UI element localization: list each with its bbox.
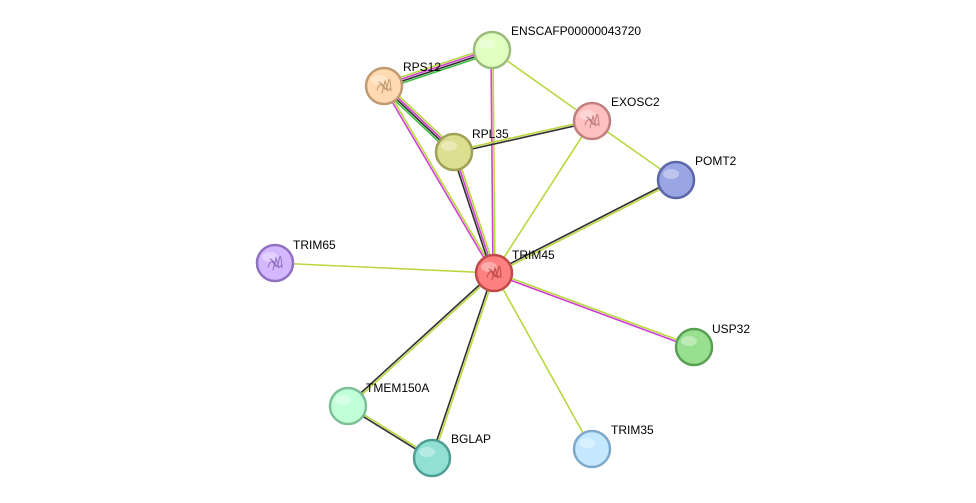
edge-evidence-line bbox=[430, 271, 494, 459]
node-highlight bbox=[579, 438, 595, 448]
node-highlight bbox=[419, 447, 435, 457]
node-circle bbox=[434, 132, 474, 172]
edge-evidence-line bbox=[453, 151, 495, 274]
node-circle bbox=[656, 160, 696, 200]
node-bglap[interactable]: BGLAP bbox=[412, 432, 491, 478]
edge-evidence-line bbox=[490, 49, 494, 274]
node-usp32[interactable]: USP32 bbox=[674, 322, 750, 367]
node-label: RPL35 bbox=[472, 127, 509, 141]
edge-evidence-line bbox=[346, 271, 495, 407]
protein-structure-icon bbox=[584, 113, 600, 129]
node-rpl35[interactable]: RPL35 bbox=[434, 127, 509, 172]
edge-exosc2-trim45[interactable] bbox=[493, 120, 593, 274]
node-label: TRIM45 bbox=[512, 248, 555, 262]
edge-evidence-line bbox=[347, 272, 496, 408]
node-label: RPS12 bbox=[403, 60, 441, 74]
edge-evidence-line bbox=[493, 120, 593, 274]
edge-trim45-usp32[interactable] bbox=[492, 271, 696, 349]
edge-trim45-tmem150a[interactable] bbox=[346, 271, 496, 408]
node-label: TMEM150A bbox=[366, 381, 429, 395]
edge-evidence-line bbox=[455, 150, 497, 274]
edge-evidence-line bbox=[492, 178, 677, 273]
edge-pomt2-trim45[interactable] bbox=[492, 178, 678, 275]
edge-evidence-line bbox=[493, 180, 678, 275]
edge-trim65-trim45[interactable] bbox=[274, 262, 495, 274]
node-highlight bbox=[681, 336, 697, 346]
edge-evidence-line bbox=[451, 151, 493, 275]
node-label: BGLAP bbox=[451, 432, 491, 446]
edge-rpl35-exosc2[interactable] bbox=[452, 119, 594, 154]
node-enscafp00000043720[interactable]: ENSCAFP00000043720 bbox=[472, 24, 641, 70]
node-circle bbox=[412, 438, 452, 478]
node-label: TRIM35 bbox=[611, 423, 654, 437]
node-circle bbox=[674, 327, 714, 367]
edge-evidence-line bbox=[384, 84, 496, 274]
edge-trim45-bglap[interactable] bbox=[430, 271, 496, 460]
edge-enscafp00000043720-exosc2[interactable] bbox=[491, 49, 593, 122]
edge-enscafp00000043720-trim45[interactable] bbox=[490, 49, 496, 274]
node-label: TRIM65 bbox=[293, 238, 336, 252]
edge-evidence-line bbox=[453, 121, 594, 154]
node-highlight bbox=[441, 141, 457, 151]
edge-evidence-line bbox=[274, 262, 495, 274]
node-label: USP32 bbox=[712, 322, 750, 336]
edge-rps12-trim45[interactable] bbox=[382, 84, 496, 275]
protein-structure-icon bbox=[267, 255, 283, 271]
edge-evidence-line bbox=[491, 49, 593, 122]
edge-evidence-line bbox=[492, 49, 496, 274]
node-trim65[interactable]: TRIM65 bbox=[255, 238, 336, 283]
edge-evidence-line bbox=[432, 272, 496, 460]
node-highlight bbox=[481, 262, 497, 272]
node-label: ENSCAFP00000043720 bbox=[511, 24, 641, 38]
protein-structure-icon bbox=[486, 265, 502, 281]
node-highlight bbox=[663, 169, 679, 179]
node-highlight bbox=[371, 75, 387, 85]
node-rps12[interactable]: RPS12 bbox=[364, 60, 441, 106]
node-label: POMT2 bbox=[695, 154, 737, 168]
node-circle bbox=[328, 386, 368, 426]
edge-trim45-trim35[interactable] bbox=[493, 272, 593, 450]
node-exosc2[interactable]: EXOSC2 bbox=[572, 95, 660, 141]
node-trim45[interactable]: TRIM45 bbox=[474, 248, 555, 293]
node-circle bbox=[472, 30, 512, 70]
edge-evidence-line bbox=[493, 271, 696, 347]
node-trim35[interactable]: TRIM35 bbox=[572, 423, 654, 469]
node-highlight bbox=[579, 110, 595, 120]
node-highlight bbox=[335, 395, 351, 405]
node-highlight bbox=[262, 252, 278, 262]
edge-evidence-line bbox=[493, 272, 593, 450]
node-circle bbox=[572, 429, 612, 469]
node-pomt2[interactable]: POMT2 bbox=[656, 154, 737, 200]
node-highlight bbox=[479, 39, 495, 49]
edge-evidence-line bbox=[452, 119, 593, 152]
edge-evidence-line bbox=[492, 273, 695, 349]
node-label: EXOSC2 bbox=[611, 95, 660, 109]
node-tmem150a[interactable]: TMEM150A bbox=[328, 381, 429, 426]
edge-evidence-line bbox=[382, 85, 494, 275]
protein-structure-icon bbox=[376, 78, 392, 94]
edge-rpl35-trim45[interactable] bbox=[451, 150, 497, 275]
